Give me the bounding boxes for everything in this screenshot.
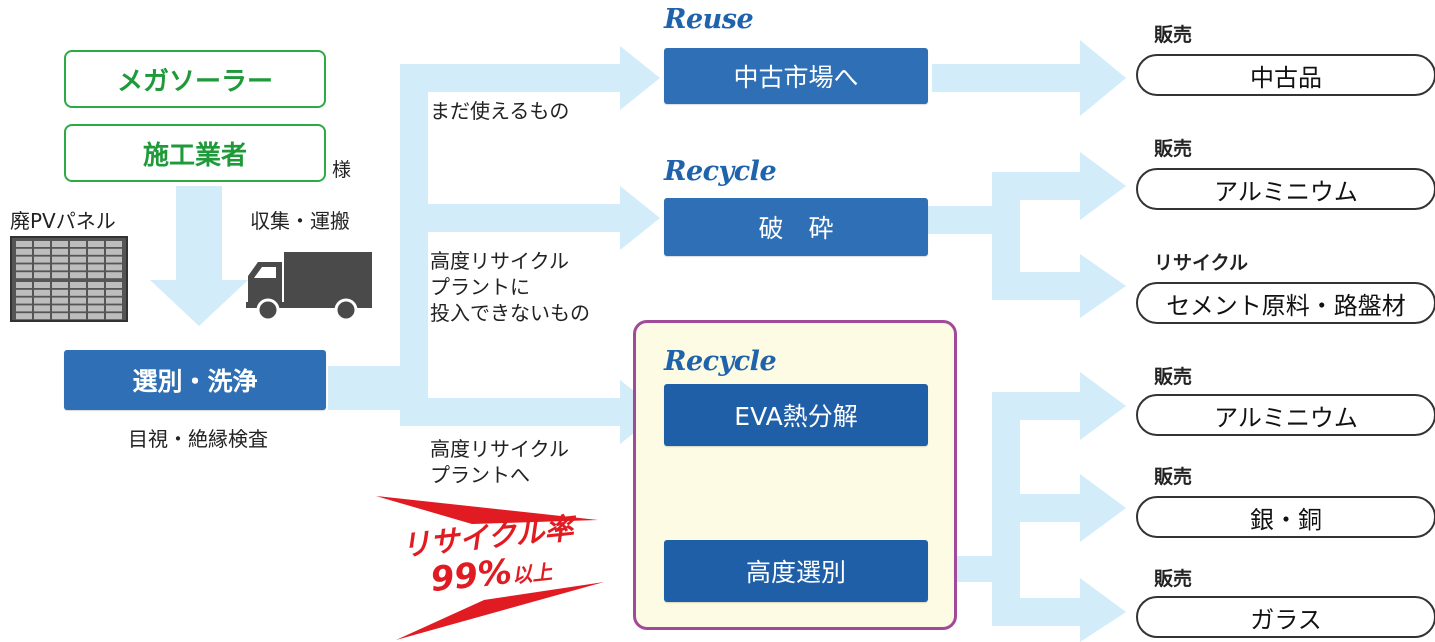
recycle-rate-value: 99% — [428, 551, 514, 601]
solar-panel-icon — [10, 236, 128, 322]
eva-pyrolysis-text: EVA熱分解 — [734, 402, 858, 431]
reuse-box: 中古市場へ — [664, 48, 928, 104]
output-box: ガラス — [1136, 596, 1435, 638]
output-name: セメント原料・路盤材 — [1166, 291, 1406, 320]
advanced-sorting-box: 高度選別 — [664, 540, 928, 602]
output-name: アルミニウム — [1214, 403, 1358, 432]
advanced-sorting-text: 高度選別 — [745, 558, 846, 587]
sorting-title: 選別・洗浄 — [132, 367, 258, 396]
route-not-accepted-line: 投入できないもの — [430, 301, 590, 325]
reuse-box-text: 中古市場へ — [733, 63, 859, 92]
output-tag: リサイクル — [1154, 252, 1249, 274]
eva-pyrolysis-box: EVA熱分解 — [664, 384, 928, 446]
output-box: セメント原料・路盤材 — [1136, 282, 1435, 324]
route-usable: まだ使えるもの — [430, 99, 570, 123]
output-tag: 販売 — [1154, 24, 1193, 46]
output-tag: 販売 — [1154, 138, 1193, 160]
output-box: アルミニウム — [1136, 168, 1435, 210]
route-not-accepted-line: 高度リサイクル — [430, 249, 569, 273]
recycle-label-2: Recycle — [664, 346, 777, 377]
route-not-accepted-line: プラントに — [430, 275, 530, 299]
route-to-plant-line: 高度リサイクル — [430, 437, 569, 461]
honorific-text: 様 — [332, 159, 352, 181]
transport-label: 収集・運搬 — [250, 209, 350, 233]
route-not-accepted: 高度リサイクル プラントに 投入できないもの — [430, 248, 590, 326]
rate-streaks — [376, 496, 604, 640]
installer-label: 施工業者 — [142, 140, 247, 171]
installer-box: 施工業者 — [64, 124, 326, 182]
output-name: ガラス — [1250, 605, 1322, 634]
output-tag: 販売 — [1154, 366, 1193, 388]
reuse-label: Reuse — [664, 4, 754, 35]
panel-label: 廃PVパネル — [10, 209, 116, 233]
truck-icon — [246, 252, 372, 322]
route-to-plant-line: プラントへ — [430, 463, 530, 487]
crushing-box: 破 砕 — [664, 198, 928, 256]
output-name: アルミニウム — [1214, 177, 1358, 206]
recycle-rate-suffix: 以上 — [510, 559, 554, 588]
crushing-text: 破 砕 — [758, 214, 834, 243]
sorting-caption: 目視・絶縁検査 — [128, 427, 268, 451]
output-name: 銀・銅 — [1250, 505, 1322, 534]
recycle-label-1: Recycle — [664, 156, 777, 187]
megasolar-box: メガソーラー — [64, 50, 326, 108]
output-name: 中古品 — [1250, 63, 1322, 92]
output-box: アルミニウム — [1136, 394, 1435, 436]
route-to-plant: 高度リサイクル プラントへ — [430, 436, 569, 488]
output-tag: 販売 — [1154, 568, 1193, 590]
sorting-box: 選別・洗浄 — [64, 350, 326, 410]
output-box: 中古品 — [1136, 54, 1435, 96]
output-box: 銀・銅 — [1136, 496, 1435, 538]
output-tag: 販売 — [1154, 466, 1193, 488]
megasolar-label: メガソーラー — [116, 66, 273, 97]
